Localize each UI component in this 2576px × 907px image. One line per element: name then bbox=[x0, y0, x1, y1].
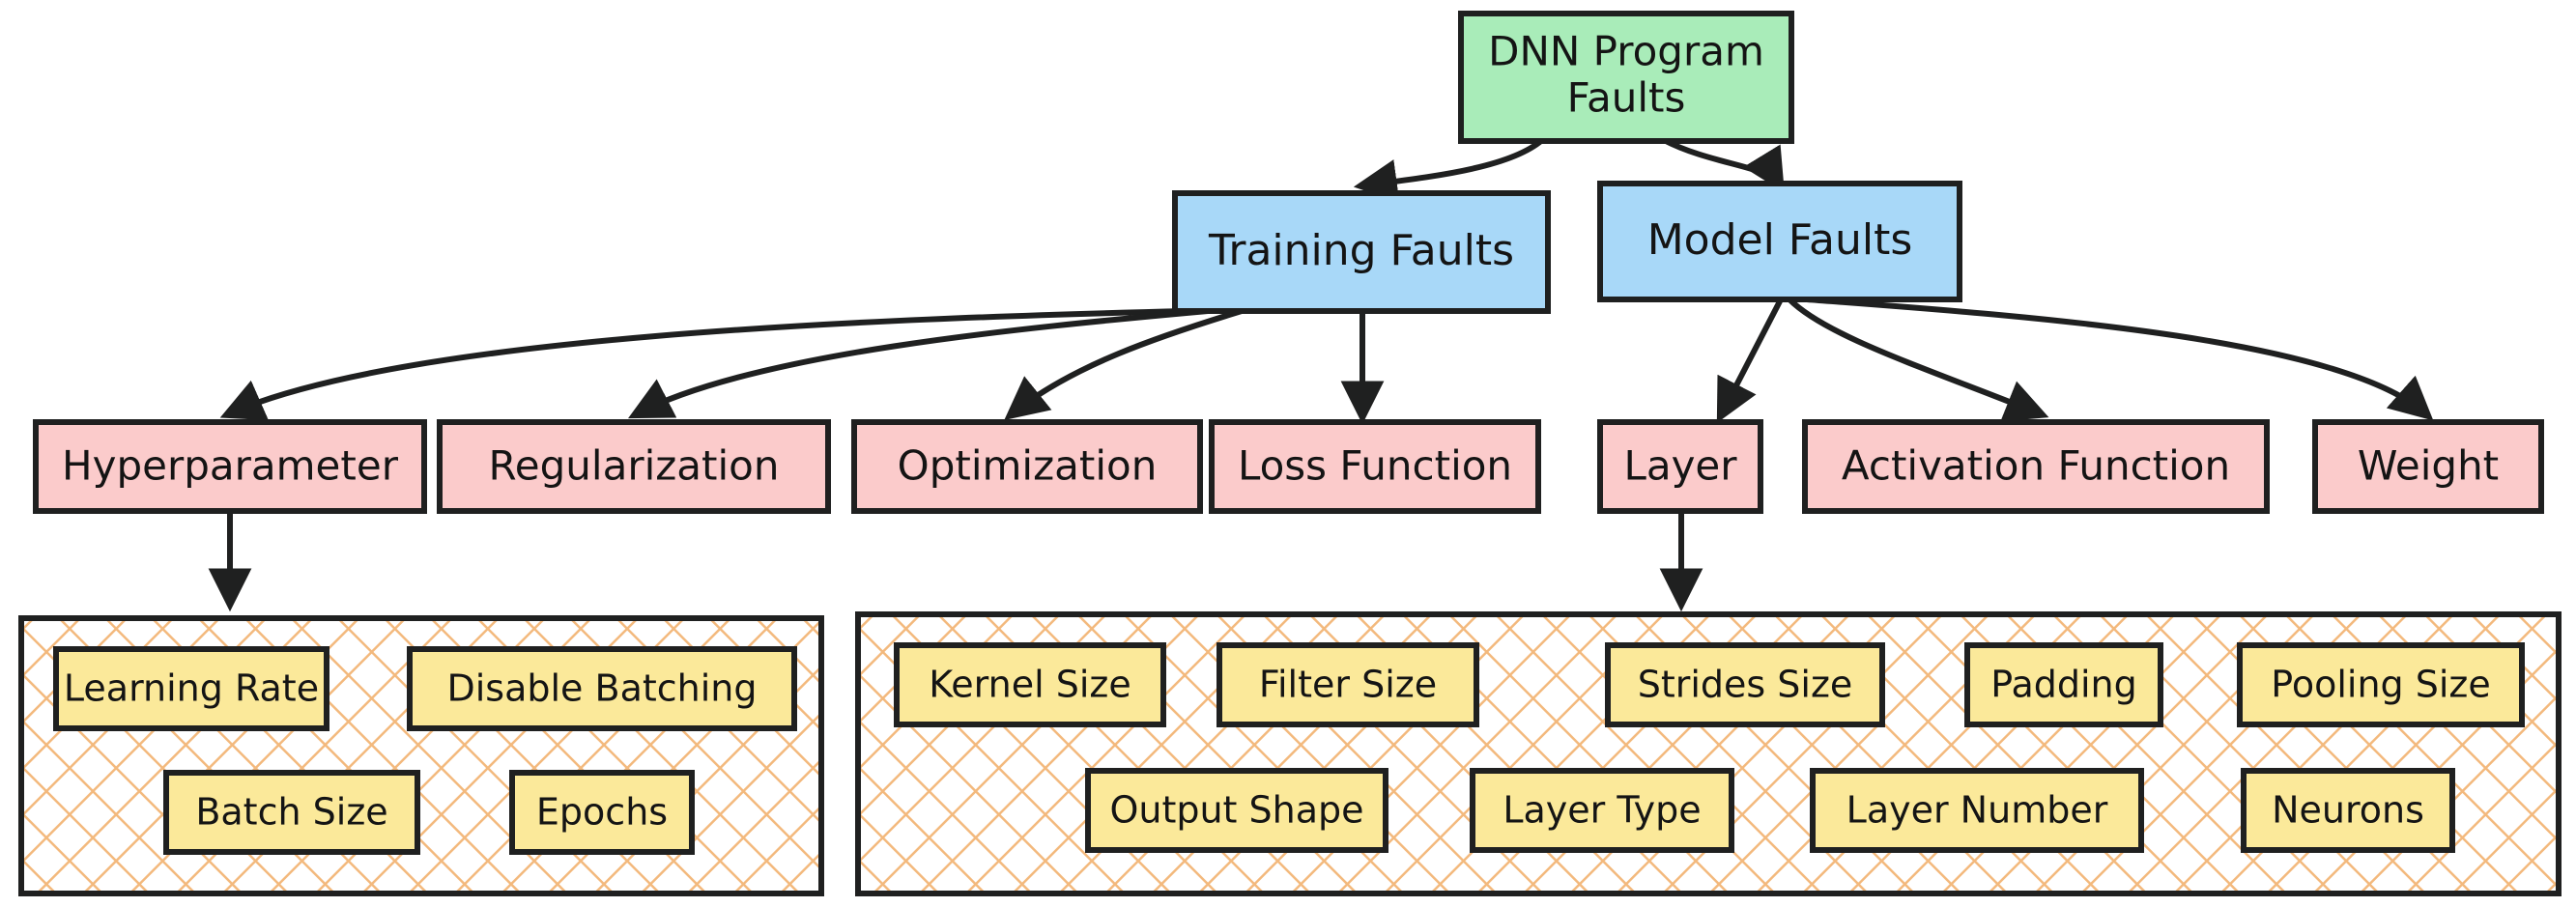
activation-function-box bbox=[1802, 419, 2270, 514]
edge-model-faults-to-activation-function bbox=[1787, 297, 2049, 422]
optimization-label: Optimization bbox=[898, 442, 1158, 490]
edge-training-faults-to-hyperparameter bbox=[219, 308, 1188, 421]
leaf-node-strides-size[interactable]: Strides Size bbox=[1605, 642, 1885, 727]
edge-model-faults-to-layer bbox=[1716, 298, 1784, 423]
kernel-size-label: Kernel Size bbox=[929, 664, 1131, 706]
output-shape-label: Output Shape bbox=[1109, 789, 1363, 832]
regularization-box bbox=[437, 419, 831, 514]
node-training-faults[interactable]: Training Faults bbox=[1172, 190, 1551, 314]
loss-function-label: Loss Function bbox=[1238, 442, 1512, 490]
filter-size-label: Filter Size bbox=[1259, 664, 1437, 706]
disable-batching-box bbox=[407, 646, 797, 731]
edge-root-to-model-faults bbox=[1662, 137, 1785, 193]
leaf-node-learning-rate[interactable]: Learning Rate bbox=[53, 646, 329, 731]
leaf-node-kernel-size[interactable]: Kernel Size bbox=[894, 642, 1166, 727]
node-activation-function[interactable]: Activation Function bbox=[1802, 419, 2270, 514]
loss-function-box bbox=[1209, 419, 1541, 514]
layer-type-label: Layer Type bbox=[1503, 789, 1701, 832]
edge-model-faults-to-weight bbox=[1806, 297, 2434, 421]
kernel-size-box bbox=[894, 642, 1166, 727]
root-box bbox=[1458, 11, 1794, 144]
activation-function-label: Activation Function bbox=[1842, 442, 2230, 490]
edge-root-to-training-faults bbox=[1353, 137, 1544, 203]
filter-size-box bbox=[1216, 642, 1479, 727]
training-faults-box bbox=[1172, 190, 1551, 314]
layer-label: Layer bbox=[1623, 442, 1737, 490]
leaf-node-neurons[interactable]: Neurons bbox=[2241, 768, 2455, 853]
weight-label: Weight bbox=[2358, 442, 2499, 490]
root-label-line2: Faults bbox=[1567, 74, 1686, 122]
layer-type-box bbox=[1470, 768, 1734, 853]
node-regularization[interactable]: Regularization bbox=[437, 419, 831, 514]
layer-box bbox=[1597, 419, 1763, 514]
optimization-box bbox=[851, 419, 1203, 514]
leaf-node-padding[interactable]: Padding bbox=[1964, 642, 2163, 727]
node-root-dnn-program-faults[interactable]: DNN Program Faults bbox=[1458, 11, 1794, 144]
disable-batching-label: Disable Batching bbox=[446, 667, 757, 710]
root-label-line1: DNN Program bbox=[1488, 28, 1764, 75]
level2-nodes: Training Faults Model Faults bbox=[1172, 181, 1962, 314]
batch-size-label: Batch Size bbox=[195, 791, 387, 834]
hyperparameter-label: Hyperparameter bbox=[62, 442, 399, 490]
strides-size-box bbox=[1605, 642, 1885, 727]
model-faults-label: Model Faults bbox=[1647, 215, 1913, 265]
regularization-label: Regularization bbox=[489, 442, 780, 490]
padding-box bbox=[1964, 642, 2163, 727]
strides-size-label: Strides Size bbox=[1638, 664, 1853, 706]
leaf-node-layer-type[interactable]: Layer Type bbox=[1470, 768, 1734, 853]
learning-rate-label: Learning Rate bbox=[64, 667, 319, 710]
node-weight[interactable]: Weight bbox=[2312, 419, 2544, 514]
leaf-node-epochs[interactable]: Epochs bbox=[509, 770, 695, 855]
model-faults-box bbox=[1597, 181, 1962, 302]
edges-root-to-level2 bbox=[1353, 137, 1785, 203]
node-model-faults[interactable]: Model Faults bbox=[1597, 181, 1962, 302]
neurons-box bbox=[2241, 768, 2455, 853]
layer-number-box bbox=[1810, 768, 2144, 853]
pooling-size-box bbox=[2237, 642, 2525, 727]
pooling-size-label: Pooling Size bbox=[2271, 664, 2490, 706]
leaf-node-batch-size[interactable]: Batch Size bbox=[163, 770, 420, 855]
output-shape-box bbox=[1085, 768, 1388, 853]
layer-cluster[interactable]: Kernel Size Filter Size Strides Size Pad… bbox=[855, 611, 2562, 896]
epochs-box bbox=[509, 770, 695, 855]
neurons-label: Neurons bbox=[2272, 789, 2424, 832]
hyperparameter-box bbox=[33, 419, 427, 514]
edges-model-to-level3 bbox=[1716, 297, 2434, 423]
batch-size-box bbox=[163, 770, 420, 855]
padding-label: Padding bbox=[1990, 664, 2137, 706]
hyperparameter-cluster[interactable]: Learning Rate Disable Batching Batch Siz… bbox=[18, 615, 824, 896]
edges-level3-to-clusters bbox=[208, 511, 1703, 612]
training-faults-label: Training Faults bbox=[1208, 226, 1514, 275]
epochs-label: Epochs bbox=[536, 791, 668, 834]
edge-training-faults-to-optimization bbox=[1004, 308, 1243, 421]
leaf-node-filter-size[interactable]: Filter Size bbox=[1216, 642, 1479, 727]
node-optimization[interactable]: Optimization bbox=[851, 419, 1203, 514]
leaf-node-output-shape[interactable]: Output Shape bbox=[1085, 768, 1388, 853]
edges-training-to-level3 bbox=[219, 308, 1385, 425]
edge-training-faults-to-regularization bbox=[628, 308, 1209, 419]
layer-number-label: Layer Number bbox=[1846, 789, 2108, 832]
leaf-node-layer-number[interactable]: Layer Number bbox=[1810, 768, 2144, 853]
node-hyperparameter[interactable]: Hyperparameter bbox=[33, 419, 427, 514]
leaf-node-disable-batching[interactable]: Disable Batching bbox=[407, 646, 797, 731]
node-loss-function[interactable]: Loss Function bbox=[1209, 419, 1541, 514]
weight-box bbox=[2312, 419, 2544, 514]
node-layer[interactable]: Layer bbox=[1597, 419, 1763, 514]
level3-nodes: Hyperparameter Regularization Optimizati… bbox=[33, 419, 2544, 514]
leaf-node-pooling-size[interactable]: Pooling Size bbox=[2237, 642, 2525, 727]
learning-rate-box bbox=[53, 646, 329, 731]
